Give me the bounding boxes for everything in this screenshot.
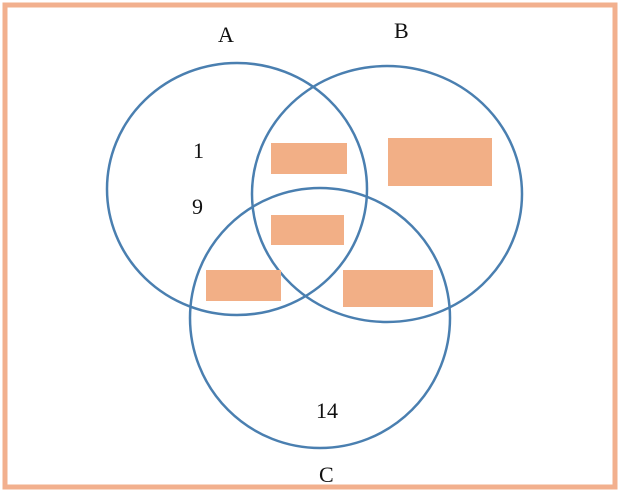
hidden-value-box-a-and-b-only bbox=[271, 143, 347, 174]
set-a-label: A bbox=[218, 22, 234, 47]
region-c-only-value: 14 bbox=[316, 398, 338, 423]
region-a-only-value-9: 9 bbox=[192, 194, 203, 219]
hidden-value-box-a-and-c-only bbox=[206, 270, 281, 301]
circle-b bbox=[250, 64, 524, 324]
circle-c bbox=[188, 186, 452, 450]
hidden-value-box-b-only bbox=[388, 138, 492, 186]
hidden-value-box-b-and-c-only bbox=[343, 270, 433, 307]
hidden-value-box-a-b-c bbox=[271, 215, 344, 245]
set-c-label: C bbox=[319, 462, 334, 487]
circle-a bbox=[105, 61, 369, 317]
set-b-label: B bbox=[394, 18, 409, 43]
region-a-only-value-1: 1 bbox=[193, 138, 204, 163]
